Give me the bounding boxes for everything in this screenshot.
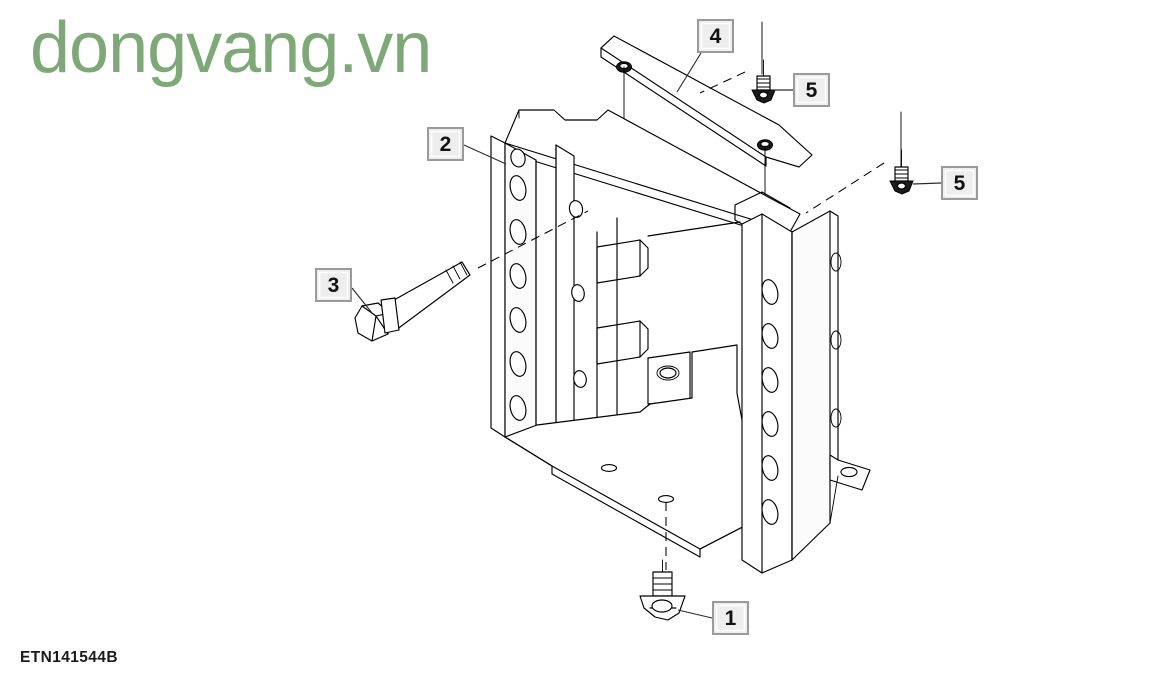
callout-4-label: 4 <box>710 25 722 48</box>
callout-box-3[interactable]: 3 <box>315 268 352 302</box>
part-number-label: ETN141544B <box>20 649 118 666</box>
callout-leaders <box>351 52 942 619</box>
part-1-flanged-bolt <box>639 502 686 621</box>
callout-box-2[interactable]: 2 <box>427 127 464 161</box>
leader-callout-3 <box>351 287 373 314</box>
callout-box-5a[interactable]: 5 <box>793 73 830 107</box>
watermark-text: dongvang.vn <box>30 8 431 88</box>
part-5a-flanged-screw <box>751 59 776 104</box>
callout-5a-label: 5 <box>806 79 818 102</box>
part-5b-flanged-screw <box>889 149 914 195</box>
callout-box-1[interactable]: 1 <box>712 601 749 635</box>
left-upright-holes <box>509 148 527 421</box>
part-2-main-bracket <box>490 109 871 574</box>
callout-3-label: 3 <box>328 274 340 297</box>
callout-box-4[interactable]: 4 <box>697 19 734 53</box>
leader-callout-4 <box>676 52 702 93</box>
callout-5b-label: 5 <box>954 172 966 195</box>
callout-2-label: 2 <box>440 133 452 156</box>
part-3-hex-flange-bolt <box>354 261 471 342</box>
leader-callout-2 <box>463 144 507 165</box>
right-upright-holes <box>761 279 779 525</box>
leader-callout-1 <box>677 609 713 619</box>
bolt-3-assembly-axis <box>477 210 589 269</box>
callout-box-5b[interactable]: 5 <box>941 166 978 200</box>
callout-1-label: 1 <box>725 607 737 630</box>
cross-pins <box>596 239 649 365</box>
leader-callout-5b <box>912 182 942 185</box>
